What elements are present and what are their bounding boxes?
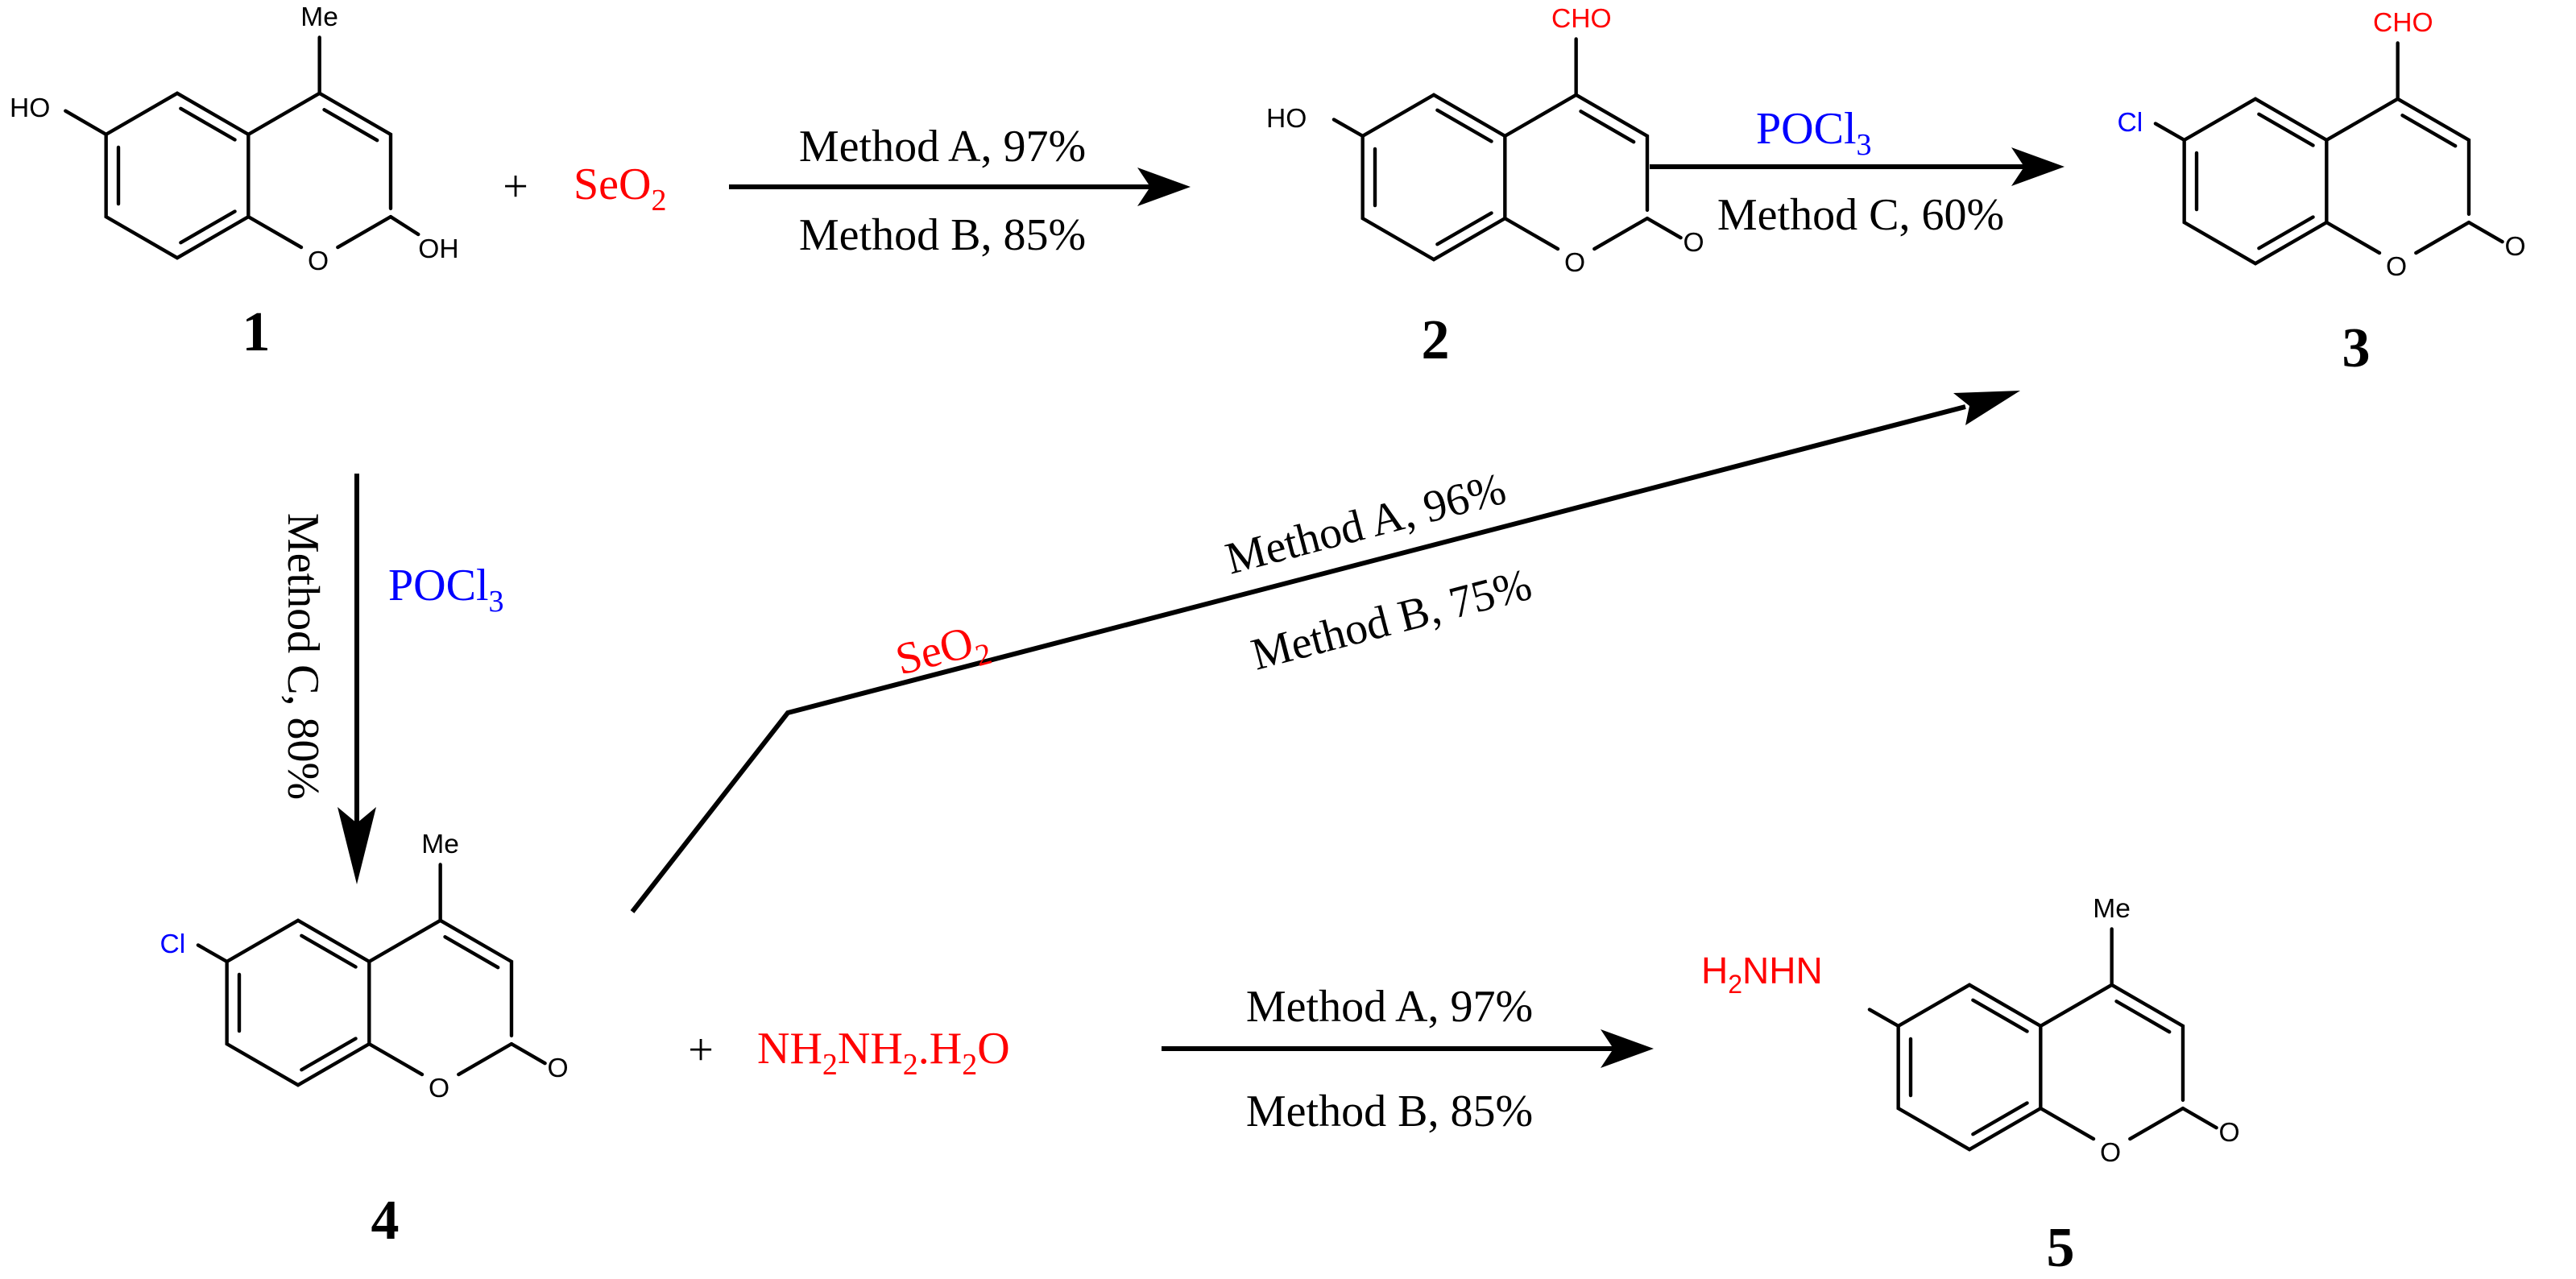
ring-oxygen-label: O: [2386, 252, 2407, 282]
methyl-label: Me: [421, 830, 459, 859]
condition-method-a: Method A, 97%: [1246, 982, 1533, 1032]
compound-number-4: 4: [371, 1190, 400, 1252]
compound-2: CHO HO O O: [1266, 4, 1704, 278]
compound-number-5: 5: [2047, 1217, 2075, 1279]
compound-number-2: 2: [1422, 309, 1450, 371]
arrow-1-to-2: [729, 168, 1191, 206]
compound-4: Me Cl O O: [159, 830, 568, 1103]
hydroxy-label: HO: [1266, 104, 1307, 134]
ring-oxygen-label: O: [1564, 248, 1585, 278]
chloro-label: Cl: [159, 929, 185, 959]
condition-method-a: Method A, 97%: [799, 122, 1086, 172]
compound-5: Me O O: [1867, 894, 2240, 1168]
compound-number-3: 3: [2342, 317, 2371, 379]
condition-method-b: Method B, 85%: [799, 210, 1086, 260]
plus-sign: +: [688, 1025, 714, 1075]
coumarin-skeleton: [2185, 99, 2469, 263]
compound-3: CHO Cl O O: [2117, 8, 2525, 282]
carbonyl-oxygen-label: O: [1684, 228, 1704, 258]
reagent-seo2: SeO2: [574, 159, 666, 217]
arrowhead: [1953, 391, 2020, 425]
ring-oxygen-label: O: [2100, 1138, 2121, 1168]
carbonyl-oxygen-label: O: [2505, 232, 2526, 262]
coumarin-skeleton: [1363, 95, 1647, 259]
condition-method-b: Method B, 85%: [1246, 1087, 1533, 1136]
arrowhead: [1601, 1029, 1654, 1068]
coumarin-skeleton: [227, 921, 511, 1085]
aldehyde-label: CHO: [2373, 8, 2433, 38]
methyl-label: Me: [2093, 894, 2131, 924]
coumarin-skeleton: [106, 93, 391, 258]
hydroxy-label: HO: [10, 93, 50, 123]
compound-number-1: 1: [242, 301, 271, 363]
carbonyl-oxygen-label: O: [2219, 1118, 2240, 1148]
plus-sign: +: [503, 162, 528, 212]
arrowhead: [1137, 168, 1191, 206]
condition-method-c: Method C, 60%: [1717, 190, 2004, 240]
ring-oxygen-label: O: [308, 246, 329, 276]
coumarin-skeleton: [1899, 985, 2183, 1149]
compound-1: Me HO O OH: [10, 2, 459, 276]
carbonyl-oxygen-label: O: [548, 1053, 569, 1083]
reagent-pocl3: POCl3: [1756, 104, 1872, 162]
arrow-4-to-5: [1162, 1029, 1654, 1068]
reagent-hydrazine-hydrate: NH2NH2.H2O: [757, 1024, 1010, 1082]
arrow-1-to-4: [338, 474, 376, 884]
chloro-label: Cl: [2117, 108, 2143, 138]
aldehyde-label: CHO: [1551, 4, 1612, 34]
hydroxy-right-label: OH: [418, 234, 458, 264]
arrow-4-to-3: [630, 391, 2020, 913]
condition-method-c-vertical: Method C, 80%: [278, 513, 328, 800]
reagent-seo2-diagonal: SeO2: [891, 613, 996, 693]
arrowhead: [2011, 147, 2065, 186]
ring-oxygen-label: O: [429, 1074, 449, 1103]
arrowhead: [338, 807, 376, 884]
reagent-pocl3-vertical: POCl3: [388, 561, 504, 619]
condition-method-a-diagonal: Method A, 96%: [1220, 464, 1510, 585]
arrow-2-to-3: [1650, 147, 2065, 186]
hydrazinyl-label: H2NHN: [1701, 950, 1823, 999]
condition-method-b-diagonal: Method B, 75%: [1246, 560, 1536, 681]
methyl-label: Me: [300, 2, 338, 32]
